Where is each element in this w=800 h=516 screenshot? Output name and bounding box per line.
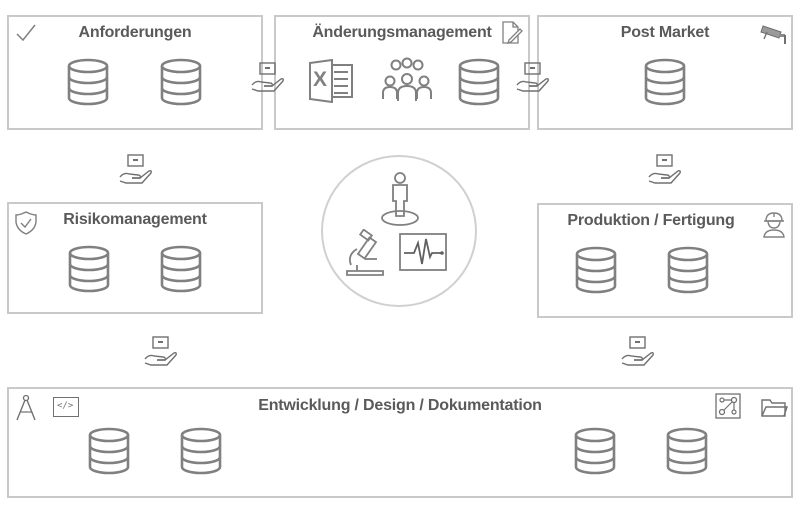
database-icon [643,57,687,107]
database-icon [457,57,501,107]
document-edit-icon [502,21,523,45]
shield-check-icon [15,211,37,235]
database-icon [573,426,617,476]
network-nodes-icon [715,393,741,419]
database-icon [666,245,710,295]
handoff-icon [515,61,551,95]
box-title: Risikomanagement [63,211,207,228]
code-tag: </> [57,401,74,411]
box-title: Änderungsmanagement [312,24,492,41]
people-group-icon [382,57,432,101]
box-title: Entwicklung / Design / Dokumentation [258,397,542,414]
box-entwicklung: Entwicklung / Design / Dokumentation </> [7,387,793,498]
heart-monitor-icon [399,233,447,271]
box-title: Post Market [620,24,710,41]
box-produktion: Produktion / Fertigung [537,203,793,318]
box-anforderungen: Anforderungen [7,15,263,130]
database-icon [159,57,203,107]
worker-helmet-icon [763,212,785,238]
checkmark-icon [16,24,36,42]
handoff-icon [620,335,656,369]
center-hub [321,155,477,307]
code-window-icon: </> [53,397,79,417]
box-risikomanagement: Risikomanagement [7,202,263,314]
excel-letter: X [313,68,328,91]
folder-icon [761,399,788,417]
microscope-icon [346,229,384,276]
handoff-icon [118,153,154,187]
handoff-icon [647,153,683,187]
handoff-icon [250,61,286,95]
box-title: Produktion / Fertigung [567,212,735,229]
box-aenderungsmanagement: Änderungsmanagement X [274,15,530,130]
database-icon [67,244,111,294]
database-icon [87,426,131,476]
database-icon [574,245,618,295]
database-icon [66,57,110,107]
compass-icon [16,394,36,421]
database-icon [179,426,223,476]
handoff-icon [143,335,179,369]
database-icon [665,426,709,476]
security-camera-icon [760,25,786,44]
excel-icon: X [308,59,356,103]
database-icon [159,244,203,294]
person-on-platform-icon [381,172,419,226]
box-post-market: Post Market [537,15,793,130]
box-title: Anforderungen [78,24,192,41]
